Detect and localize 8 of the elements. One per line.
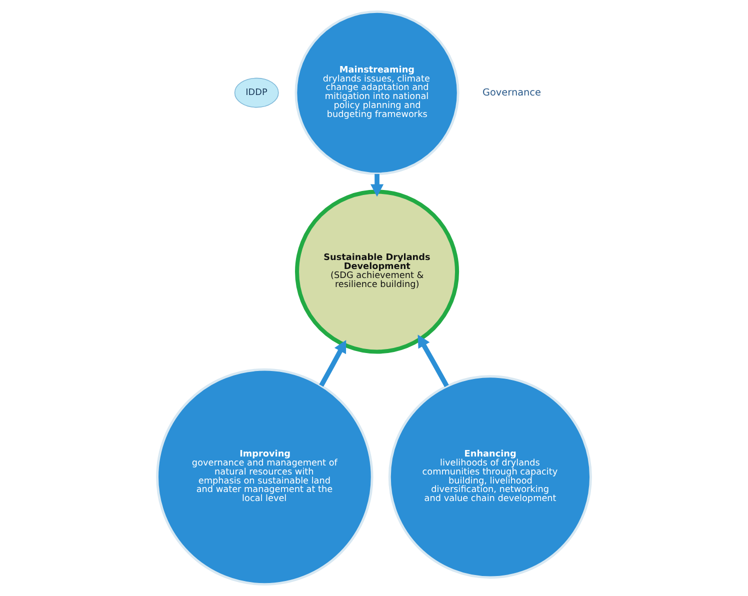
node-ellipse: IDDP bbox=[234, 78, 279, 108]
node-circle: Enhancing livelihoods of drylands communities through capacity building, livelihood diversification, networking and value chain development bbox=[388, 375, 592, 579]
node-circle: Mainstreaming drylands issues, climate change adaptation and mitigation into national policy planning and budgeting frameworks bbox=[294, 10, 460, 176]
node-circle: Improving governance and management of natural resources with emphasis on sustainable land and water management at the local level bbox=[156, 368, 374, 586]
label: Governance bbox=[482, 87, 541, 98]
arrow bbox=[370, 174, 384, 197]
arrow bbox=[319, 340, 346, 387]
arrow bbox=[418, 334, 449, 388]
